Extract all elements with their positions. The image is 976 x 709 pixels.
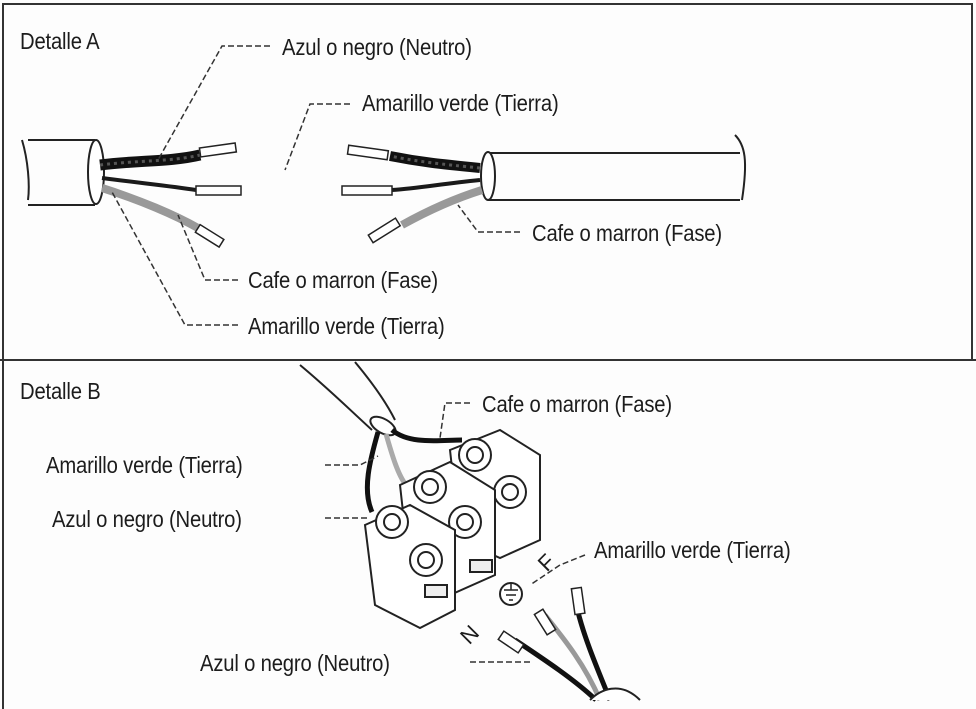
leader-phase-left	[177, 214, 238, 281]
left-neutral-wire	[99, 142, 238, 171]
left-ground-wire	[101, 176, 242, 196]
supply-cable	[299, 361, 397, 437]
right-phase-wire	[367, 186, 484, 244]
right-neutral-wire	[346, 144, 481, 173]
left-cable	[21, 139, 105, 206]
ground-symbol-icon	[499, 582, 523, 606]
label-neutral-bottom: Azul o negro (Neutro)	[200, 650, 390, 676]
left-phase-wire	[100, 184, 225, 249]
label-ground-left: Amarillo verde (Tierra)	[46, 452, 243, 478]
label-neutral-left: Azul o negro (Neutro)	[52, 506, 242, 532]
right-ground-wire	[341, 178, 481, 196]
leader-ground-right	[529, 554, 586, 586]
panel-a-title: Detalle A	[20, 28, 100, 54]
label-phase: Cafe o marron (Fase)	[482, 391, 672, 417]
panel-b-title: Detalle B	[20, 378, 101, 404]
label-ground-right: Amarillo verde (Tierra)	[594, 537, 791, 563]
leader-phase-right	[457, 204, 520, 233]
label-phase-left: Cafe o marron (Fase)	[248, 267, 438, 293]
leader-phase	[439, 402, 470, 439]
terminal-block	[363, 428, 541, 630]
label-ground-bottom: Amarillo verde (Tierra)	[248, 313, 445, 339]
label-ground-top: Amarillo verde (Tierra)	[362, 90, 559, 116]
leader-neutral-top	[157, 45, 270, 161]
right-cable	[480, 134, 747, 201]
panel-b-leaders	[325, 402, 586, 663]
label-neutral-top: Azul o negro (Neutro)	[282, 34, 472, 60]
appliance-cable	[497, 586, 641, 702]
leader-ground-left	[325, 455, 379, 466]
label-phase-right: Cafe o marron (Fase)	[532, 220, 722, 246]
leader-ground-top	[284, 103, 350, 171]
leader-ground-bottom	[111, 191, 238, 326]
panel-a-leaders	[111, 45, 520, 326]
